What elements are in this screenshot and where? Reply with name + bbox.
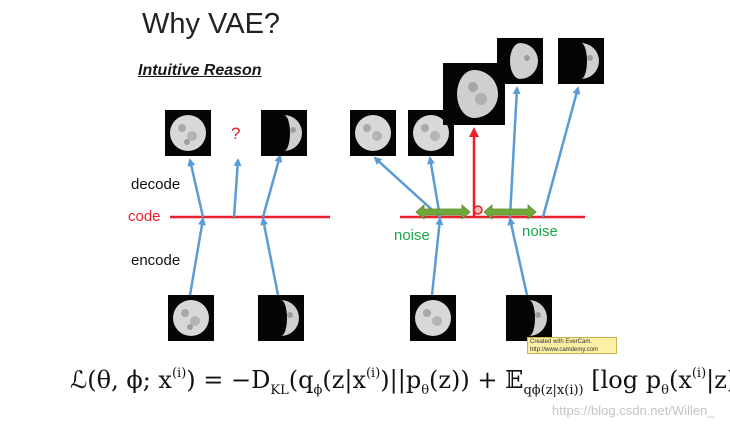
- badge-line-1: Created with EverCam.: [530, 339, 593, 345]
- formula-kl-sup: (i): [365, 366, 381, 381]
- formula-log-sub: θ: [661, 383, 669, 398]
- noise-arrow-right: [483, 204, 537, 220]
- decode-label: decode: [131, 176, 181, 193]
- formula-log-sup: (i): [691, 366, 707, 381]
- decode-arrow-right-3: [508, 86, 521, 218]
- decode-arrow-right-4: [541, 86, 581, 218]
- half-moon-icon: [558, 38, 604, 84]
- formula-e-sub: qϕ(z|x(i)): [523, 383, 584, 398]
- question-mark: ?: [231, 124, 241, 143]
- encode-arrow-left-1: [188, 217, 206, 296]
- full-moon-icon: [410, 295, 456, 341]
- formula-kl-end: )||p: [380, 366, 422, 394]
- full-moon-icon: [350, 110, 396, 156]
- encode-arrow-left-2: [260, 217, 280, 296]
- formula-q-sub: ϕ: [313, 383, 323, 398]
- formula-loss: ℒ(θ, ϕ; x: [70, 366, 172, 394]
- encode-label: encode: [131, 252, 181, 269]
- encode-arrow-right-2: [507, 217, 529, 296]
- formula-kl-mid: (z|x: [322, 366, 366, 394]
- badge-line-2: http://www.camdemy.com: [530, 347, 598, 353]
- slide-subtitle: Intuitive Reason: [138, 62, 262, 79]
- noise-arrow-left: [415, 204, 471, 220]
- formula-p-sub: θ: [421, 383, 430, 398]
- evercam-badge: Created with EverCam. http://www.camdemy…: [527, 337, 617, 354]
- formula-eq: ) = −D: [186, 366, 271, 394]
- full-moon-icon: [168, 295, 214, 341]
- formula-loss-sup: (i): [171, 366, 187, 381]
- half-moon-icon: [261, 110, 307, 156]
- gibbous-moon-icon: [443, 63, 505, 125]
- slide-title: Why VAE?: [142, 8, 281, 40]
- half-moon-icon: [506, 295, 552, 341]
- code-label: code: [128, 208, 161, 225]
- full-moon-icon: [408, 110, 454, 156]
- decode-arrow-left-1: [187, 158, 205, 218]
- half-moon-icon: [497, 38, 543, 84]
- decode-arrow-right-2: [427, 156, 442, 218]
- half-moon-icon: [258, 295, 304, 341]
- formula-log-mid: (x: [668, 366, 692, 394]
- decode-arrow-left-2: [261, 154, 283, 218]
- formula-kl-body: (q: [288, 366, 314, 394]
- encode-arrow-right-1: [430, 217, 444, 296]
- formula-bracket-open: [log p: [583, 366, 662, 394]
- watermark: https://blog.csdn.net/Willen_: [552, 403, 715, 418]
- noise-label-left: noise: [394, 227, 430, 244]
- formula-kl-sub: KL: [270, 383, 289, 398]
- decode-arrow-left-q: [232, 158, 242, 218]
- noise-label-right: noise: [522, 223, 558, 240]
- formula-log-end: |z)]: [706, 366, 730, 394]
- center-point-marker: [473, 205, 483, 215]
- formula-kl-close: (z)) + 𝔼: [429, 366, 524, 394]
- decode-arrow-right-1: [373, 156, 441, 218]
- full-moon-icon: [165, 110, 211, 156]
- elbo-formula: ℒ(θ, ϕ; x(i)) = −DKL(qϕ(z|x(i))||pθ(z)) …: [70, 366, 730, 410]
